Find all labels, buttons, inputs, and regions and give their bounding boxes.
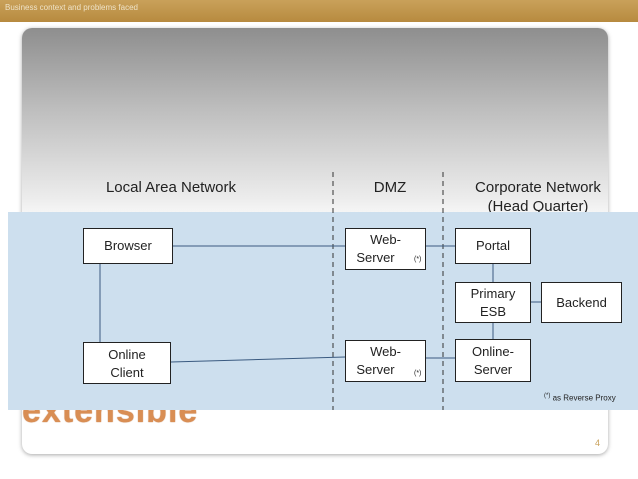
online-client-label-line2: Client bbox=[110, 365, 144, 380]
online-client-label-line1: Online bbox=[108, 347, 146, 362]
page-number: 4 bbox=[594, 438, 600, 448]
footnote: (*) as Reverse Proxy bbox=[544, 393, 616, 403]
browser-node-label: Browser bbox=[104, 238, 152, 253]
online-server-node: Online- Server bbox=[455, 339, 531, 382]
web-server-bottom-label-line2: Server bbox=[356, 362, 395, 377]
zone-label-dmz: DMZ bbox=[360, 178, 420, 197]
online-server-label-line2: Server bbox=[473, 362, 513, 377]
zone-label-lan: Local Area Network bbox=[100, 178, 242, 197]
zone-label-corporate-line2: (Head Quarter) bbox=[487, 198, 589, 215]
web-server-bottom-label-line1: Web- bbox=[370, 344, 401, 359]
backend-node: Backend bbox=[541, 282, 622, 323]
footnote-text: as Reverse Proxy bbox=[550, 393, 616, 403]
web-server-top-node: Web- Server (*) bbox=[345, 228, 426, 270]
section-title: Business context and problems faced bbox=[5, 3, 138, 12]
footnote-marker: (*) bbox=[544, 393, 551, 399]
portal-node-label: Portal bbox=[476, 238, 510, 253]
online-client-node: Online Client bbox=[83, 342, 171, 384]
web-server-top-label-line2: Server bbox=[356, 250, 395, 265]
link-onlineclient-webserver bbox=[170, 356, 346, 363]
primary-esb-node: Primary ESB bbox=[455, 282, 531, 323]
primary-esb-label-line1: Primary bbox=[470, 286, 516, 301]
slide-background-gradient bbox=[22, 28, 608, 228]
header-bar: Business context and problems faced bbox=[0, 0, 638, 22]
zone-label-corporate: Corporate Network (Head Quarter) bbox=[460, 178, 616, 216]
browser-node: Browser bbox=[83, 228, 173, 264]
primary-esb-label-line2: ESB bbox=[479, 304, 506, 319]
zone-label-lan-text: Local Area Network bbox=[105, 179, 237, 196]
web-server-bottom-reverse-proxy-marker: (*) bbox=[414, 370, 422, 377]
portal-node: Portal bbox=[455, 228, 531, 264]
online-server-label-line1: Online- bbox=[472, 344, 514, 359]
zone-label-corporate-line1: Corporate Network bbox=[475, 179, 601, 196]
web-server-top-reverse-proxy-marker: (*) bbox=[414, 256, 422, 263]
web-server-top-label-line1: Web- bbox=[370, 232, 401, 247]
web-server-bottom-node: Web- Server (*) bbox=[345, 340, 426, 382]
backend-node-label: Backend bbox=[556, 295, 607, 310]
zone-label-dmz-text: DMZ bbox=[373, 179, 407, 196]
